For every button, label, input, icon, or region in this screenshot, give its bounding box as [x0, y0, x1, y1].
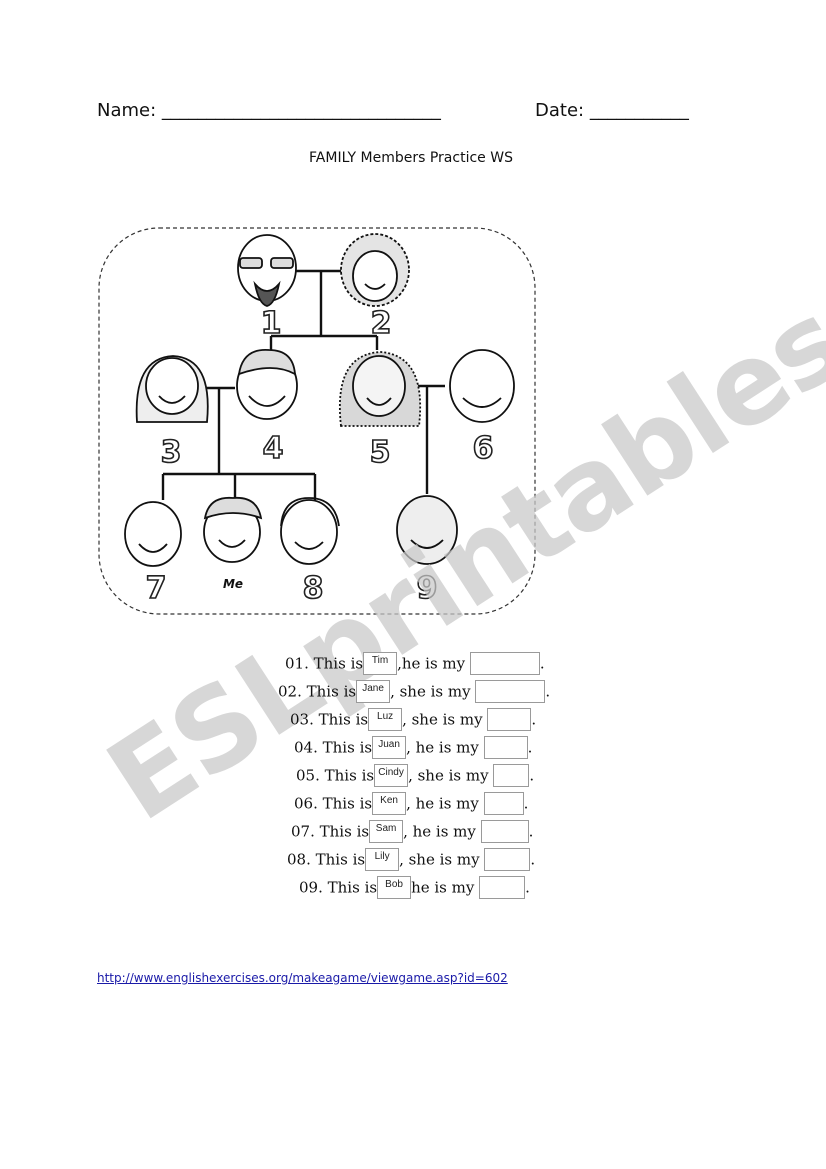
answer-box[interactable]	[493, 764, 530, 787]
question-text: , he is my	[406, 738, 479, 757]
name-box: Lily	[365, 848, 400, 871]
period: .	[523, 794, 529, 813]
name-box: Ken	[372, 792, 407, 815]
name-blank[interactable]: _______________________________	[161, 100, 441, 121]
tree-connectors	[161, 269, 445, 502]
tree-number-5: 5	[370, 435, 391, 470]
face-dad	[236, 349, 298, 420]
face-grandma	[340, 233, 410, 307]
period: .	[525, 878, 530, 897]
face-grandpa	[237, 234, 297, 307]
question-text: , she is my	[399, 850, 480, 869]
answer-box[interactable]	[483, 792, 524, 815]
question-text: This is	[313, 654, 364, 673]
tree-number-4: 4	[263, 431, 284, 466]
period: .	[531, 710, 537, 729]
question-number: 02.	[278, 682, 302, 701]
question-text: ,he is my	[397, 654, 466, 673]
name-box: Cindy	[374, 764, 409, 787]
question-text: This is	[319, 822, 370, 841]
question-text: he is my	[411, 878, 475, 897]
answer-box[interactable]	[469, 652, 540, 675]
question-number: 07.	[291, 822, 315, 841]
face-mom	[339, 351, 422, 427]
date-field: Date: ___________	[535, 100, 689, 121]
question-number: 09.	[299, 878, 323, 897]
question-number: 01.	[285, 654, 309, 673]
face-sister	[280, 497, 340, 565]
period: .	[527, 738, 533, 757]
question-number: 03.	[290, 710, 314, 729]
face-me	[203, 496, 263, 563]
question-number: 08.	[287, 850, 311, 869]
name-field: Name: _______________________________	[97, 100, 441, 121]
me-label: Me	[223, 577, 243, 591]
question-text: This is	[315, 850, 366, 869]
name-box: Tim	[363, 652, 398, 675]
tree-number-2: 2	[371, 306, 392, 341]
date-blank[interactable]: ___________	[589, 100, 689, 121]
answer-box[interactable]	[479, 876, 526, 899]
question-text: , he is my	[406, 794, 479, 813]
name-box: Bob	[377, 876, 412, 899]
family-tree-illustration: 1 2 3 4 5 6 7 8 9 Me	[98, 227, 536, 615]
face-cousin	[396, 495, 458, 565]
answer-box[interactable]	[475, 680, 546, 703]
period: .	[545, 682, 551, 701]
answer-box[interactable]	[484, 848, 531, 871]
period: .	[528, 822, 534, 841]
question-text: This is	[318, 710, 369, 729]
question-text: , she is my	[402, 710, 483, 729]
name-label: Name:	[97, 100, 162, 121]
date-label: Date:	[535, 100, 590, 121]
period: .	[530, 850, 536, 869]
question-text: This is	[322, 738, 373, 757]
question-number: 05.	[296, 766, 320, 785]
tree-number-7: 7	[146, 571, 167, 606]
name-box: Jane	[356, 680, 391, 703]
period: .	[529, 766, 535, 785]
tree-frame	[98, 227, 536, 615]
face-brother	[124, 501, 182, 567]
tree-number-3: 3	[161, 435, 182, 470]
question-text: This is	[306, 682, 357, 701]
period: .	[539, 654, 545, 673]
face-uncle	[449, 349, 515, 423]
tree-number-6: 6	[473, 431, 494, 466]
name-box: Luz	[368, 708, 403, 731]
question-text: , she is my	[390, 682, 471, 701]
face-aunt	[135, 355, 209, 423]
question-text: This is	[322, 794, 373, 813]
page-title: FAMILY Members Practice WS	[309, 150, 513, 166]
answer-box[interactable]	[487, 708, 532, 731]
tree-number-9: 9	[417, 571, 438, 606]
tree-number-1: 1	[261, 306, 282, 341]
source-link[interactable]: http://www.englishexercises.org/makeagam…	[97, 971, 508, 985]
question-text: This is	[327, 878, 378, 897]
question-text: , he is my	[403, 822, 476, 841]
name-box: Sam	[369, 820, 404, 843]
question-text: , she is my	[408, 766, 489, 785]
question-number: 04.	[294, 738, 318, 757]
question-number: 06.	[294, 794, 318, 813]
answer-box[interactable]	[483, 736, 528, 759]
answer-box[interactable]	[480, 820, 529, 843]
tree-number-8: 8	[303, 571, 324, 606]
name-box: Juan	[372, 736, 407, 759]
question-text: This is	[324, 766, 375, 785]
